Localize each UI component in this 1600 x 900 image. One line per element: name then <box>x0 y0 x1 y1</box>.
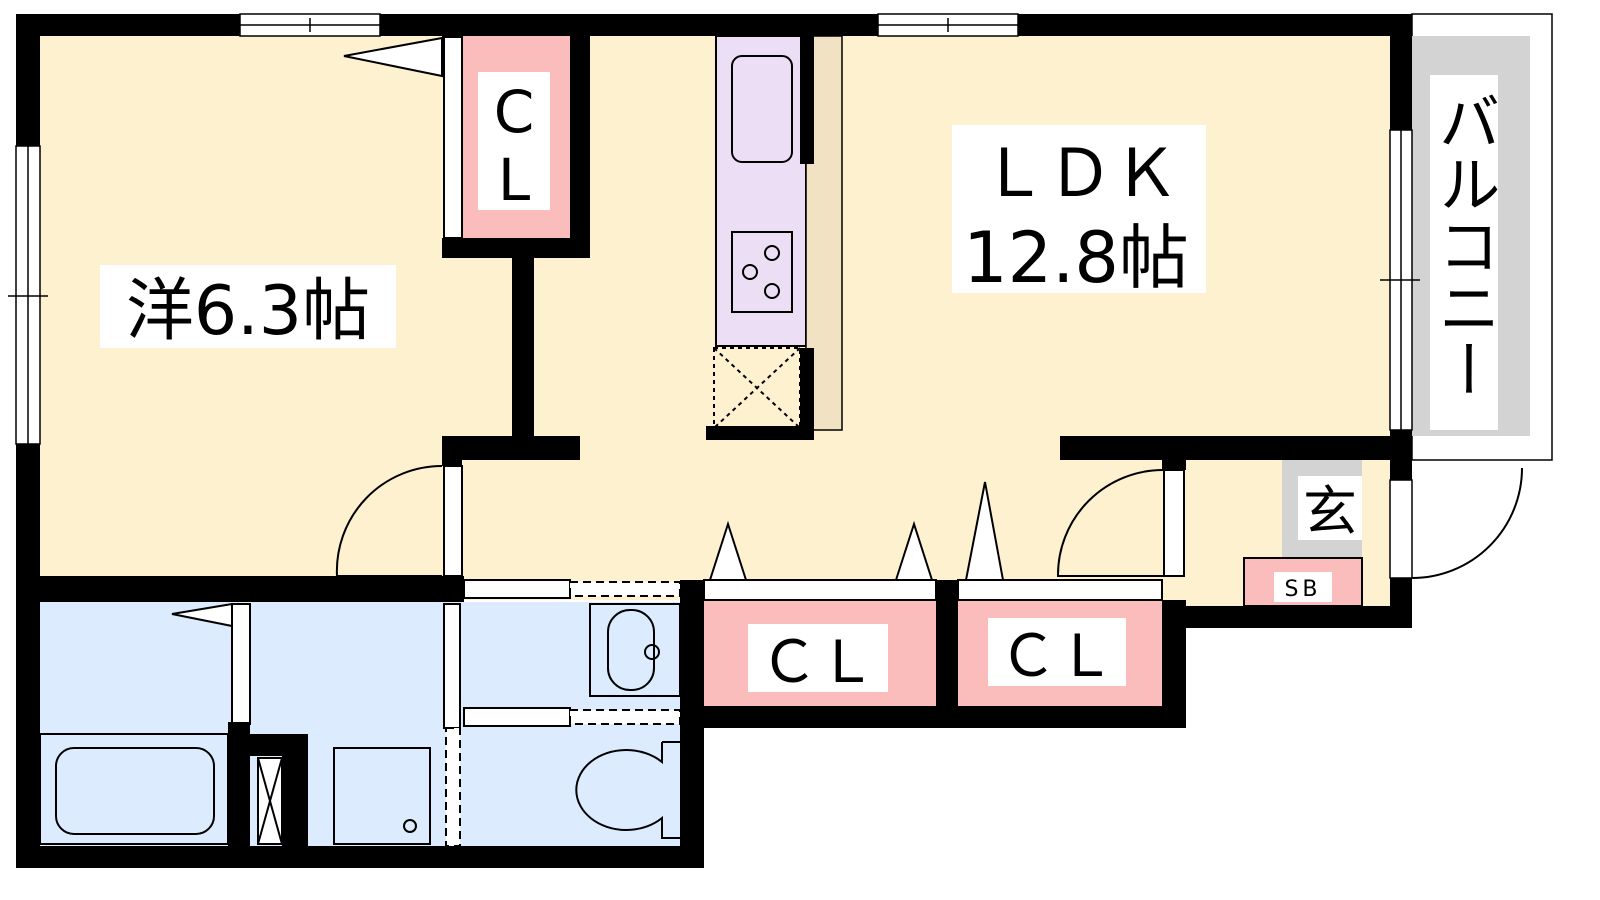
sliding-door <box>443 603 461 729</box>
ldk-size-label: 12.8帖 <box>963 217 1189 299</box>
sliding-door <box>569 581 681 597</box>
washbasin-icon <box>607 609 655 691</box>
drain-icon <box>403 819 417 833</box>
bathtub-icon <box>55 747 215 835</box>
fixtures <box>39 35 1523 847</box>
sink-icon <box>731 55 793 163</box>
shaft-cross <box>257 757 283 845</box>
door-marker <box>343 36 443 78</box>
closet-door <box>703 579 937 601</box>
door-panel <box>443 465 463 577</box>
sliding-door <box>569 709 681 725</box>
sliding-door <box>231 603 251 725</box>
faucet-icon <box>644 644 660 660</box>
entrance-label: 玄 <box>1303 480 1357 543</box>
shoe-box-label: SB <box>1284 577 1321 602</box>
burner-icon <box>764 245 780 261</box>
labels: 洋6.3帖 ＬＤＫ 12.8帖 バルコニー C L ＣＬ ＣＬ 玄 SB <box>100 72 1501 696</box>
closet-door <box>443 35 463 239</box>
closet-door <box>957 579 1163 601</box>
closet-top-label-2: L <box>498 146 530 214</box>
sliding-door <box>463 707 571 727</box>
western-room-label: 洋6.3帖 <box>126 272 370 351</box>
walls <box>16 14 1412 868</box>
burner-icon <box>742 264 758 280</box>
fridge-cross <box>713 347 801 429</box>
closet-top-label: C <box>494 78 535 146</box>
sliding-door <box>445 727 461 847</box>
sliding-door <box>463 579 571 599</box>
stove-icon <box>731 231 793 313</box>
toilet-icon <box>575 741 680 839</box>
closet-b-label: ＣＬ <box>999 622 1115 690</box>
door-swing-western <box>335 464 443 577</box>
washer-pan-icon <box>333 747 431 845</box>
balcony-label: バルコニー <box>1428 90 1501 400</box>
ldk-label: ＬＤＫ <box>981 135 1179 212</box>
door-panel <box>1163 469 1185 577</box>
door-swing-front <box>1411 467 1523 579</box>
front-door <box>1389 479 1413 579</box>
burner-icon <box>764 283 780 299</box>
windows <box>8 13 1420 579</box>
door-swing-entrance <box>1056 468 1165 577</box>
closet-a-label: ＣＬ <box>760 628 876 696</box>
